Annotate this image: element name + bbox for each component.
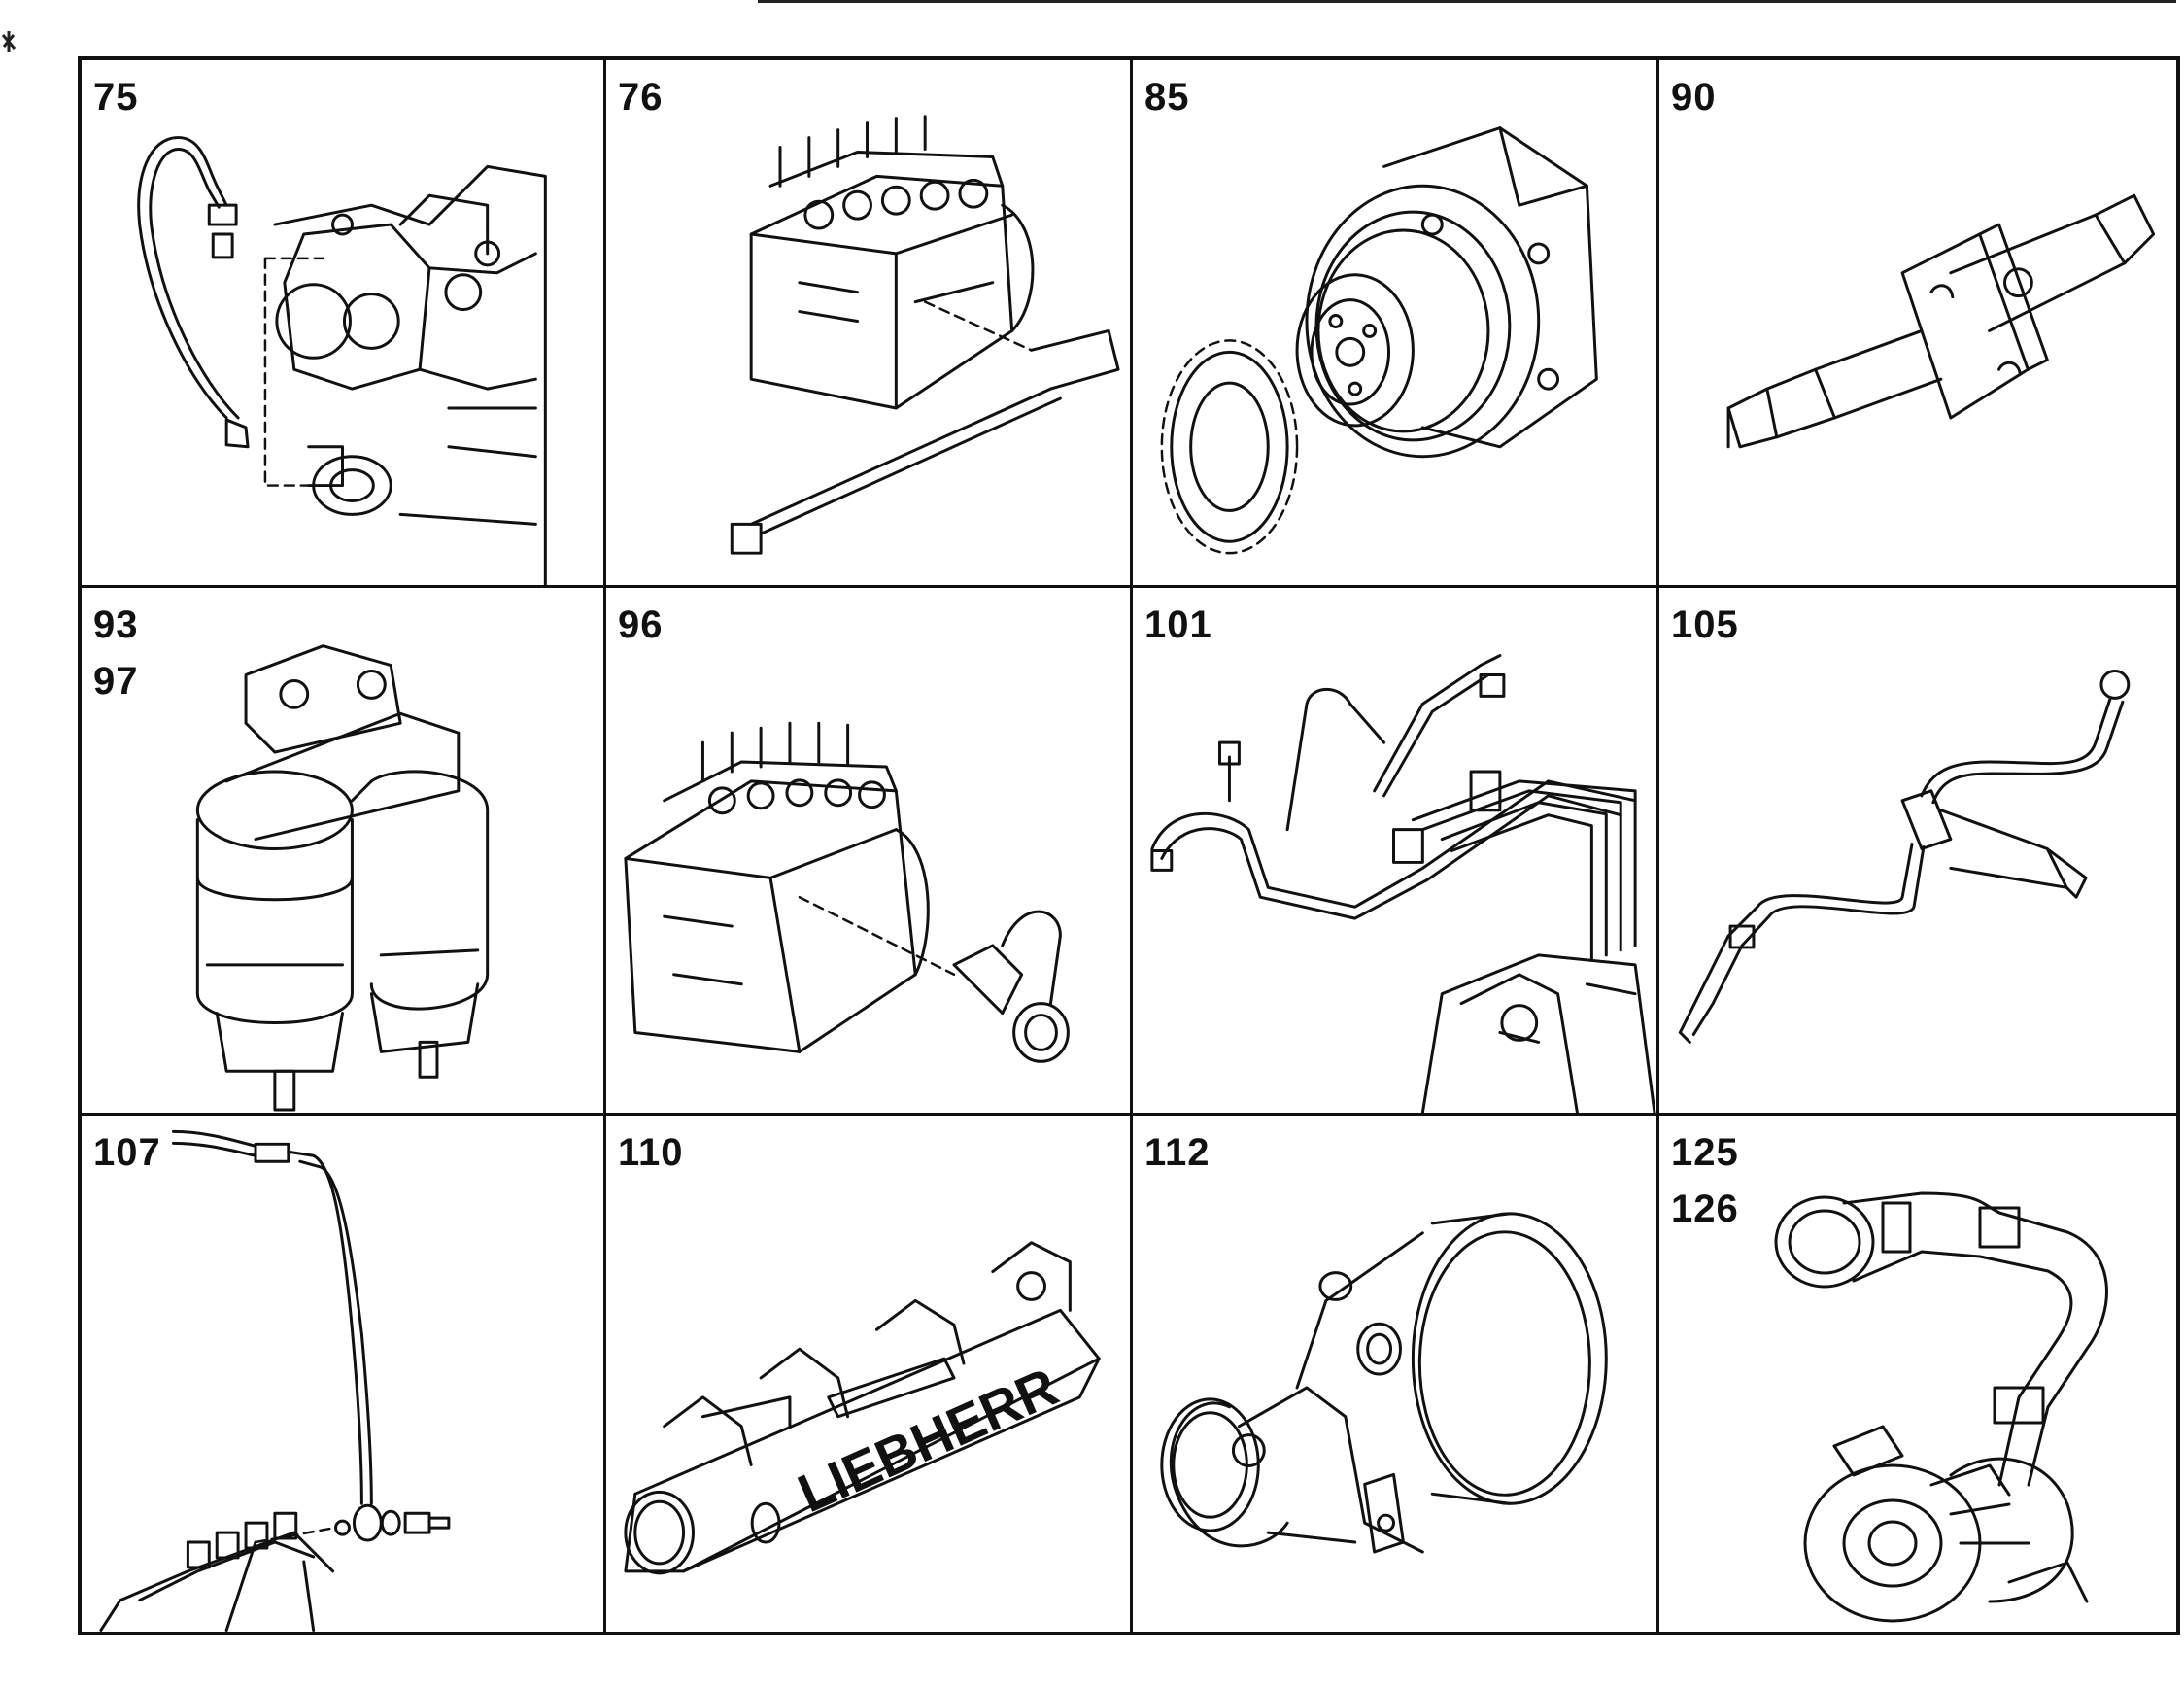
fuel-line-to-pump-icon: [137, 136, 547, 585]
injector-with-line-icon: [1678, 670, 2131, 1044]
injector-nozzle-icon: [1726, 193, 2156, 449]
part-cell-101[interactable]: 101: [1133, 588, 1659, 1116]
part-number: 75: [93, 76, 139, 119]
part-number: 96: [618, 603, 664, 646]
part-number: 105: [1671, 603, 1739, 646]
part-number: 97: [93, 660, 139, 703]
part-number: 101: [1144, 603, 1212, 646]
parts-overview-sheet: 75: [78, 56, 2180, 1635]
part-cell-105[interactable]: 105: [1659, 588, 2176, 1116]
intake-manifold-icon: LIEBHERR: [624, 1241, 1101, 1575]
part-cell-75[interactable]: 75: [82, 60, 606, 588]
injection-line-set-icon: [1150, 654, 1656, 1113]
leak-off-line-icon: [99, 1129, 451, 1632]
part-number: 93: [93, 603, 139, 646]
part-cell-125-126[interactable]: 125 126: [1659, 1116, 2176, 1632]
corner-mark-icon: [1, 31, 17, 52]
injection-pump-with-fitting-icon: [624, 721, 1070, 1063]
part-number: 112: [1144, 1131, 1211, 1174]
turbocharger-with-hoses-icon: [1774, 1191, 2108, 1623]
part-cell-107[interactable]: 107: [82, 1116, 606, 1632]
part-cell-85[interactable]: 85: [1133, 60, 1659, 588]
part-number: 107: [93, 1131, 161, 1174]
part-cell-112[interactable]: 112: [1133, 1116, 1659, 1632]
parts-grid: 75: [82, 60, 2176, 1632]
part-number: 76: [618, 76, 664, 119]
manifold-brand-lettering: LIEBHERR: [790, 1357, 1067, 1524]
twin-fuel-filter-icon: [195, 644, 490, 1112]
injection-pump-with-line-icon: [730, 115, 1120, 555]
part-number: 126: [1671, 1188, 1739, 1230]
part-number: 85: [1144, 76, 1190, 119]
pulley-and-gear-housing-icon: [1160, 126, 1598, 555]
part-number: 125: [1671, 1131, 1739, 1174]
part-cell-96[interactable]: 96: [606, 588, 1133, 1116]
part-number: 110: [618, 1131, 684, 1174]
part-cell-76[interactable]: 76: [606, 60, 1133, 588]
part-cell-93-97[interactable]: 93 97: [82, 588, 606, 1116]
intake-elbow-icon: [1160, 1212, 1608, 1554]
part-cell-90[interactable]: 90: [1659, 60, 2176, 588]
part-cell-110[interactable]: 110 LIEBHERR: [606, 1116, 1133, 1632]
top-rule: [758, 0, 2176, 3]
part-number: 90: [1671, 76, 1717, 119]
